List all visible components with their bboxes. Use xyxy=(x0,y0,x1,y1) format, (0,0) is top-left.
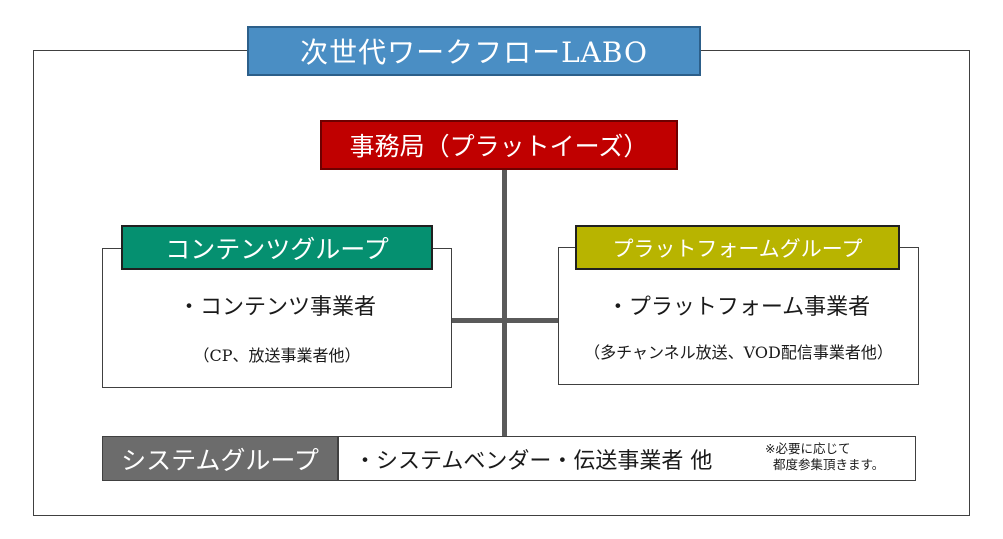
labo-title: 次世代ワークフローLABO xyxy=(247,26,701,76)
system-note-line1: ※必要に応じて xyxy=(765,441,851,456)
system-note-line2: 都度参集頂きます。 xyxy=(773,457,885,472)
platform-group-item: ・プラットフォーム事業者 xyxy=(606,295,871,320)
system-group-item: ・システムベンダー・伝送事業者 他 xyxy=(354,448,713,474)
platform-group-box: ・プラットフォーム事業者 （多チャンネル放送、VOD配信事業者他） xyxy=(558,247,919,385)
secretariat-box: 事務局（プラットイーズ） xyxy=(320,120,678,170)
platform-group-label: プラットフォームグループ xyxy=(575,225,900,270)
content-group-label: コンテンツグループ xyxy=(121,225,433,270)
content-group-sub: （CP、放送事業者他） xyxy=(193,346,361,365)
horizontal-connector xyxy=(452,318,558,323)
vertical-connector xyxy=(502,170,507,436)
platform-group-sub: （多チャンネル放送、VOD配信事業者他） xyxy=(584,343,893,362)
system-group-note: ※必要に応じて 都度参集頂きます。 xyxy=(765,441,884,473)
content-group-box: ・コンテンツ事業者 （CP、放送事業者他） xyxy=(102,248,452,388)
content-group-item: ・コンテンツ事業者 xyxy=(177,295,376,320)
system-group-label: システムグループ xyxy=(102,436,338,481)
system-group-box xyxy=(338,436,916,481)
